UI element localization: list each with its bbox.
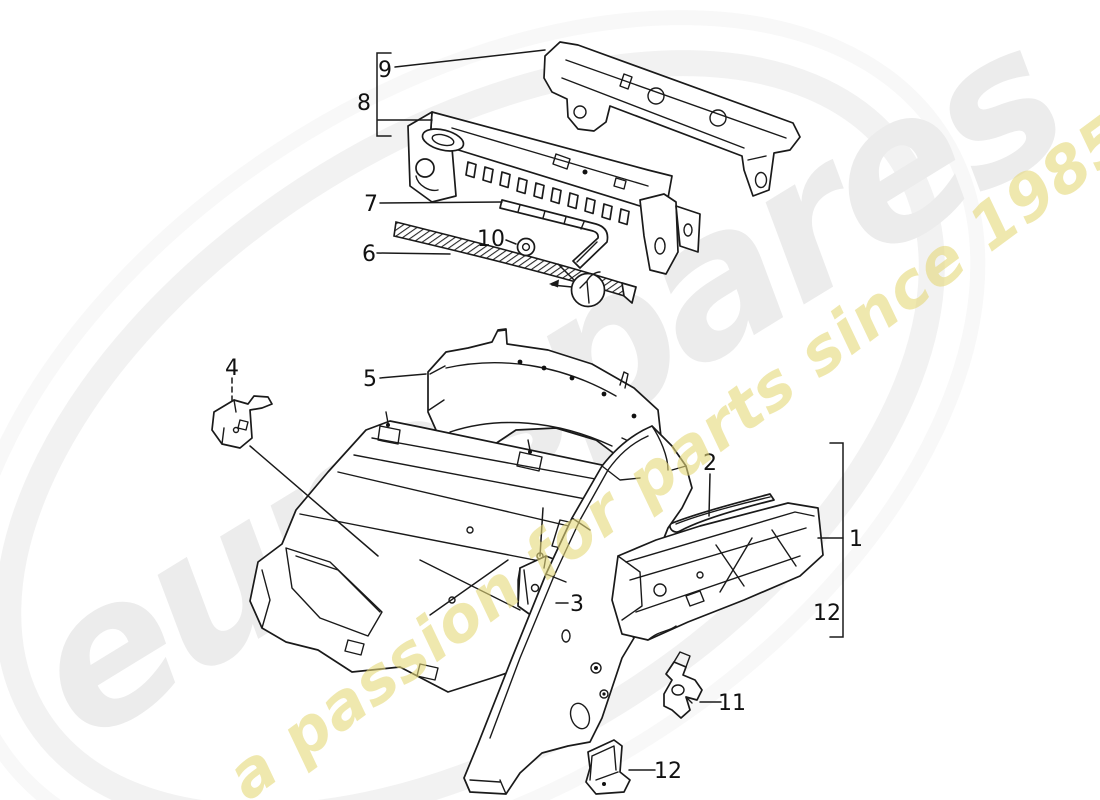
callout-group: 9 8 7 10 6 4 5 2 1 12 3 11 12 xyxy=(225,49,863,784)
callout-4[interactable]: 4 xyxy=(225,356,239,381)
panel-hole xyxy=(573,105,587,119)
callout-8[interactable]: 8 xyxy=(357,91,371,116)
callout-12-bracket[interactable]: 12 xyxy=(813,601,841,626)
rail-teeth xyxy=(465,161,630,226)
leader-7 xyxy=(379,201,503,204)
part-support-12 xyxy=(585,739,631,795)
direction-arrowhead xyxy=(549,279,559,288)
callout-6[interactable]: 6 xyxy=(362,242,376,267)
bracket-8-9 xyxy=(376,52,392,137)
rail-tube-hole xyxy=(415,158,435,178)
callout-7[interactable]: 7 xyxy=(364,192,378,217)
panel-arm-hole xyxy=(754,171,768,189)
leader-10 xyxy=(505,239,517,245)
leader-5 xyxy=(379,373,427,379)
direction-arrow-icon xyxy=(579,271,601,304)
callout-2[interactable]: 2 xyxy=(703,451,717,476)
callout-12-group[interactable]: 12 xyxy=(654,759,682,784)
part-side-member xyxy=(611,502,824,641)
callout-9[interactable]: 9 xyxy=(378,58,392,83)
bracket-1-12 xyxy=(829,442,844,638)
callout-11[interactable]: 11 xyxy=(718,691,746,716)
part-washer xyxy=(516,237,536,257)
wheelhouse-oval-hole xyxy=(569,702,591,730)
callout-5[interactable]: 5 xyxy=(363,367,377,392)
part-reinforcement-strip xyxy=(669,493,775,533)
leader-9 xyxy=(394,49,546,68)
part-clamp xyxy=(663,651,703,719)
callout-10[interactable]: 10 xyxy=(477,227,505,252)
callout-1[interactable]: 1 xyxy=(849,527,863,552)
leader-6 xyxy=(376,252,451,255)
part-support-bracket xyxy=(211,395,379,557)
part-rear-panel-lower xyxy=(407,111,701,275)
part-seal-strip-lower xyxy=(393,221,637,304)
callout-3[interactable]: 3 xyxy=(570,592,584,617)
part-seal-strip-upper xyxy=(499,199,609,269)
leader-2 xyxy=(708,473,711,517)
direction-indicator xyxy=(549,263,606,308)
part-quarter-panel-inner xyxy=(463,425,693,795)
part-rear-panel-upper xyxy=(543,41,801,197)
